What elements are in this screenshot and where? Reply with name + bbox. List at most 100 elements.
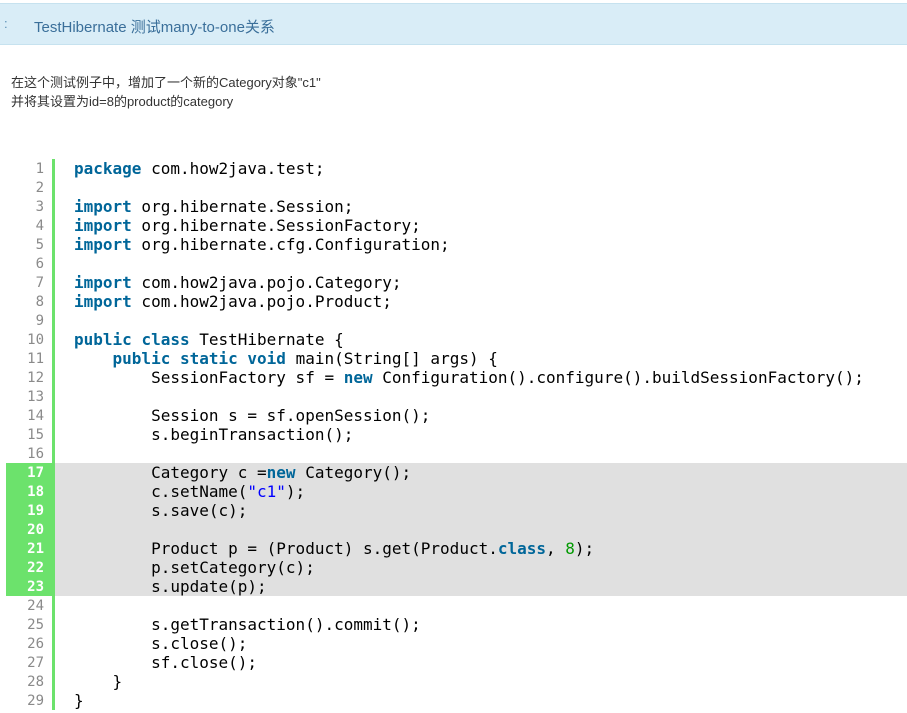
code-token: new xyxy=(343,368,373,387)
code-token: ); xyxy=(574,539,595,558)
section-header: : TestHibernate 测试many-to-one关系 xyxy=(0,3,907,45)
gutter-border xyxy=(52,273,55,292)
code-text xyxy=(55,178,907,197)
code-token: } xyxy=(74,691,84,710)
line-number: 16 xyxy=(27,446,44,462)
gutter-border xyxy=(52,653,55,672)
line-number: 12 xyxy=(27,370,44,386)
description-line-1: 在这个测试例子中，增加了一个新的Category对象"c1" xyxy=(11,75,321,90)
code-token: static xyxy=(179,349,238,368)
code-line: 20 xyxy=(0,520,907,539)
code-token: org.hibernate.SessionFactory; xyxy=(131,216,421,235)
code-line: 18 c.setName("c1"); xyxy=(0,482,907,501)
line-number: 8 xyxy=(35,294,44,310)
gutter-border xyxy=(52,691,55,710)
code-token: org.hibernate.cfg.Configuration; xyxy=(131,235,450,254)
line-number: 18 xyxy=(6,482,52,501)
code-token: Category c = xyxy=(74,463,267,482)
line-number: 3 xyxy=(35,199,44,215)
code-text: Category c =new Category(); xyxy=(55,463,907,482)
code-token: sf.close(); xyxy=(74,653,258,672)
gutter-border xyxy=(52,520,55,539)
code-text: sf.close(); xyxy=(55,653,907,672)
code-line: 6 xyxy=(0,254,907,273)
code-text: s.getTransaction().commit(); xyxy=(55,615,907,634)
gutter-border xyxy=(52,615,55,634)
code-line: 11 public static void main(String[] args… xyxy=(0,349,907,368)
code-text xyxy=(55,520,907,539)
line-number: 7 xyxy=(35,275,44,291)
code-text: public class TestHibernate { xyxy=(55,330,907,349)
code-line: 2 xyxy=(0,178,907,197)
gutter-border xyxy=(52,406,55,425)
code-token: s.close(); xyxy=(74,634,248,653)
gutter-border xyxy=(52,159,55,178)
gutter-border xyxy=(52,596,55,615)
code-line: 26 s.close(); xyxy=(0,634,907,653)
code-token: import xyxy=(74,273,132,292)
code-token xyxy=(74,349,113,368)
code-text xyxy=(55,596,907,615)
code-token: void xyxy=(247,349,286,368)
gutter-border xyxy=(52,368,55,387)
code-token xyxy=(170,349,180,368)
code-line: 19 s.save(c); xyxy=(0,501,907,520)
gutter-border xyxy=(52,235,55,254)
code-line: 5 import org.hibernate.cfg.Configuration; xyxy=(0,235,907,254)
line-number: 24 xyxy=(27,598,44,614)
code-line: 14 Session s = sf.openSession(); xyxy=(0,406,907,425)
code-token: 8 xyxy=(565,539,575,558)
line-number: 21 xyxy=(6,539,52,558)
line-number: 26 xyxy=(27,636,44,652)
code-token xyxy=(132,330,142,349)
code-text: import com.how2java.pojo.Product; xyxy=(55,292,907,311)
line-number: 14 xyxy=(27,408,44,424)
code-text: import org.hibernate.Session; xyxy=(55,197,907,216)
line-number: 25 xyxy=(27,617,44,633)
gutter-border xyxy=(52,311,55,330)
code-token: class xyxy=(497,539,547,558)
code-text: } xyxy=(55,672,907,691)
gutter-border xyxy=(52,330,55,349)
line-number: 4 xyxy=(35,218,44,234)
code-token: public xyxy=(74,330,132,349)
line-number: 6 xyxy=(35,256,44,272)
code-text: s.update(p); xyxy=(55,577,907,596)
gutter-border xyxy=(52,254,55,273)
code-text: p.setCategory(c); xyxy=(55,558,907,577)
code-line: 27 sf.close(); xyxy=(0,653,907,672)
code-token: ); xyxy=(285,482,306,501)
code-text: import org.hibernate.cfg.Configuration; xyxy=(55,235,907,254)
description-line-2: 并将其设置为id=8的product的category xyxy=(11,94,234,109)
code-text xyxy=(55,387,907,406)
line-number: 28 xyxy=(27,674,44,690)
gutter-border xyxy=(52,444,55,463)
code-line: 22 p.setCategory(c); xyxy=(0,558,907,577)
code-text xyxy=(55,254,907,273)
code-token: import xyxy=(74,292,132,311)
code-token: s.beginTransaction(); xyxy=(74,425,354,444)
line-number: 23 xyxy=(6,577,52,596)
code-text: public static void main(String[] args) { xyxy=(55,349,907,368)
line-number: 2 xyxy=(35,180,44,196)
code-token: com.how2java.pojo.Product; xyxy=(131,292,392,311)
line-number: 1 xyxy=(35,161,44,177)
gutter-border xyxy=(52,672,55,691)
line-number: 5 xyxy=(35,237,44,253)
code-line: 13 xyxy=(0,387,907,406)
code-line: 15 s.beginTransaction(); xyxy=(0,425,907,444)
line-number: 27 xyxy=(27,655,44,671)
line-number: 20 xyxy=(6,520,52,539)
gutter-border xyxy=(52,501,55,520)
code-line: 29} xyxy=(0,691,907,710)
gutter-border xyxy=(52,482,55,501)
gutter-border xyxy=(52,216,55,235)
code-token: org.hibernate.Session; xyxy=(131,197,354,216)
section-title[interactable]: TestHibernate 测试many-to-one关系 xyxy=(34,19,275,36)
code-token: s.save(c); xyxy=(74,501,248,520)
code-token: SessionFactory sf = xyxy=(74,368,344,387)
